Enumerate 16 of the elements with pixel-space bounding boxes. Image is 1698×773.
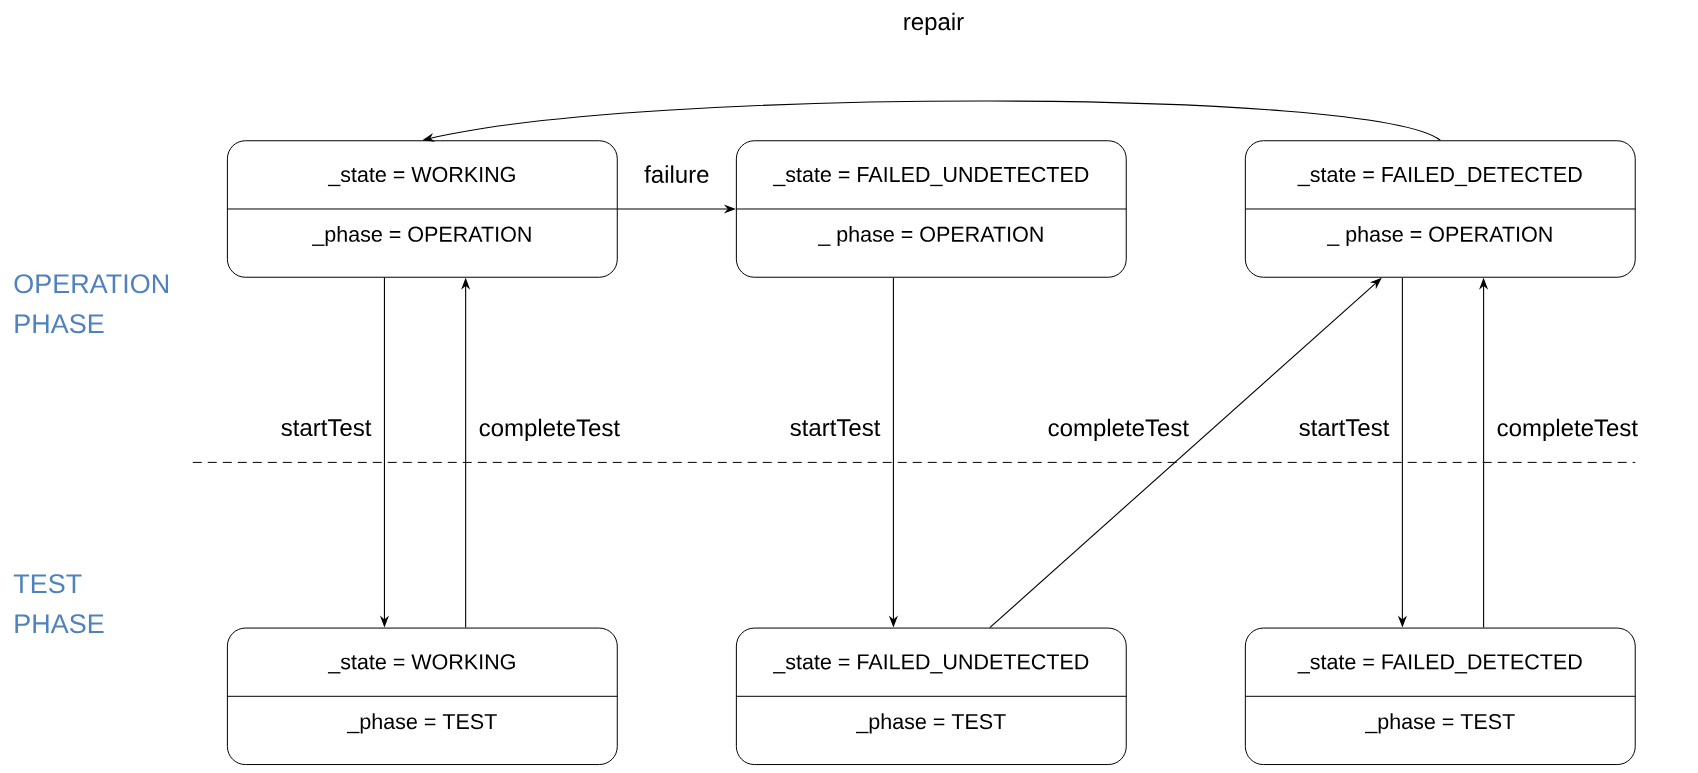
state-box: _state = FAILED_DETECTED _ phase = OPERATION	[1244, 140, 1636, 278]
edge-label: failure	[642, 163, 712, 185]
state-box: _state = FAILED_UNDETECTED _ phase = OPERATION	[735, 140, 1127, 278]
edge-label: startTest	[1296, 417, 1392, 439]
state-box: _state = WORKING _phase = TEST	[226, 627, 618, 765]
state-box: _state = WORKING _phase = OPERATION	[226, 140, 618, 278]
edge-label: startTest	[278, 417, 374, 439]
phase-label: TEST PHASE	[13, 574, 104, 634]
edge-label: completeTest	[1045, 416, 1191, 443]
edge-label: completeTest	[476, 416, 623, 443]
state-box: _state = FAILED_DETECTED _phase = TEST	[1244, 627, 1636, 765]
phase-label: OPERATION PHASE	[14, 274, 168, 334]
edge-label: completeTest	[1494, 416, 1640, 443]
edge-label: repair	[900, 10, 967, 37]
edge-label: startTest	[787, 417, 883, 439]
state-box: _state = FAILED_UNDETECTED _phase = TEST	[735, 627, 1127, 765]
